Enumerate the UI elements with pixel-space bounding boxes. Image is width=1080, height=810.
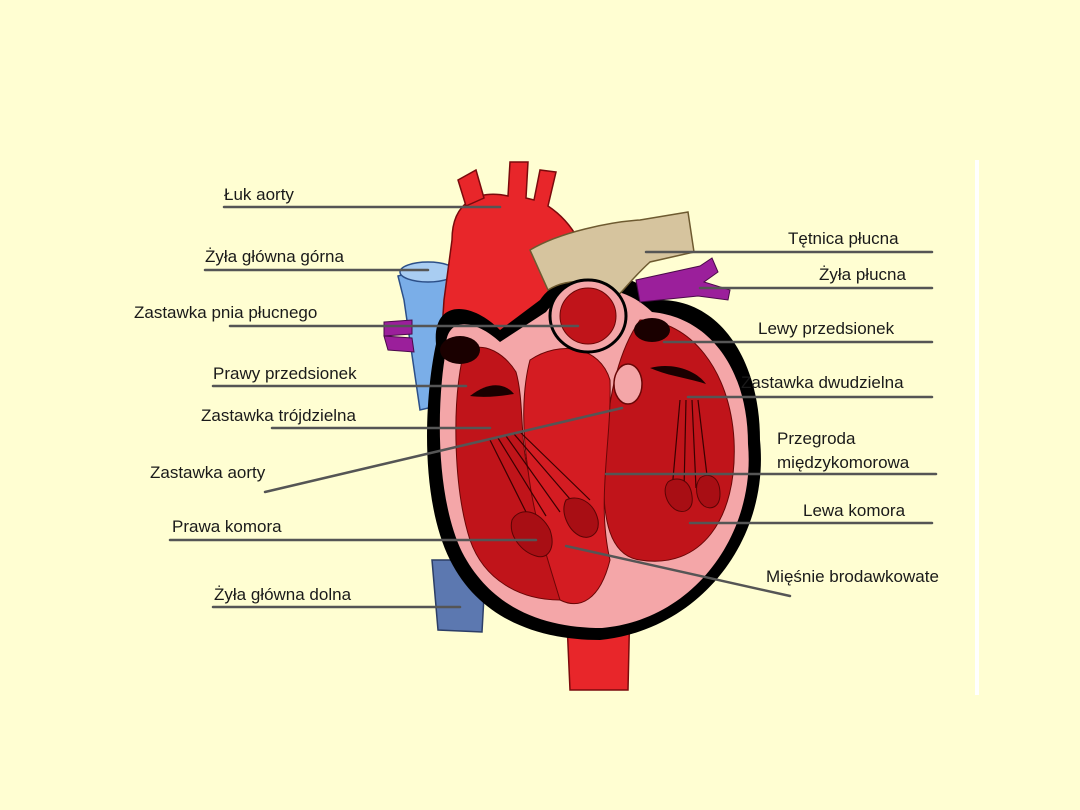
label-inferior-vena-cava: Żyła główna dolna xyxy=(214,585,352,604)
right-pulmonary-veins-shape xyxy=(383,319,415,353)
right-atrium-opening xyxy=(440,336,480,364)
brachiocephalic-branch xyxy=(457,168,485,208)
label-superior-vena-cava: Żyła główna górna xyxy=(205,247,344,266)
left-papillary-muscle xyxy=(664,478,693,512)
right-papillary-muscle xyxy=(510,511,553,558)
label-pulmonary-valve: Zastawka pnia płucnego xyxy=(134,303,318,322)
left-pulmonary-veins-shape xyxy=(635,257,731,303)
label-left-ventricle: Lewa komora xyxy=(803,501,906,520)
label-aortic-arch: Łuk aorty xyxy=(224,185,294,204)
label-tricuspid-valve: Zastawka trójdzielna xyxy=(201,406,356,425)
aortic-valve-shape xyxy=(613,363,643,405)
label-septum-line1: Przegroda xyxy=(777,429,856,448)
label-pulmonary-artery: Tętnica płucna xyxy=(788,229,899,248)
label-mitral-valve: Zastawka dwudzielna xyxy=(741,373,904,392)
label-septum-line2: międzykomorowa xyxy=(777,453,910,472)
leader-lines xyxy=(168,205,938,609)
leader-aortic-valve xyxy=(263,406,624,494)
left-atrium-opening xyxy=(634,318,670,342)
label-right-atrium: Prawy przedsionek xyxy=(213,364,357,383)
right-chordae xyxy=(489,431,591,521)
label-pulmonary-vein: Żyła płucna xyxy=(819,265,906,284)
label-papillary-muscles: Mięśnie brodawkowate xyxy=(766,567,939,586)
left-papillary-muscle-2 xyxy=(696,474,721,509)
tricuspid-valve-flap xyxy=(470,385,514,397)
leader-papillary-muscles xyxy=(564,544,792,598)
center-papillary-muscle xyxy=(563,497,599,538)
frame-edge xyxy=(975,160,979,695)
label-aortic-valve: Zastawka aorty xyxy=(150,463,266,482)
mitral-valve-flap xyxy=(650,365,706,384)
pulmonary-valve-inner xyxy=(559,287,617,345)
label-right-ventricle: Prawa komora xyxy=(172,517,282,536)
label-left-atrium: Lewy przedsionek xyxy=(758,319,895,338)
